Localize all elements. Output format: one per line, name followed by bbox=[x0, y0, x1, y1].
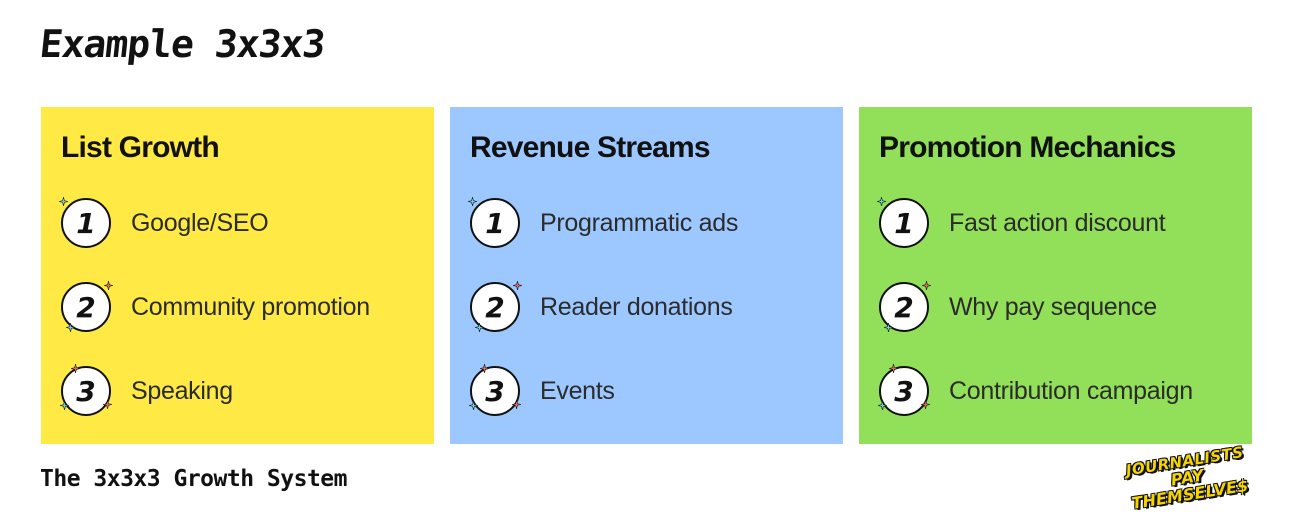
sparkle-icon bbox=[889, 364, 898, 373]
list-item: 3 Speaking bbox=[60, 349, 414, 433]
sparkle-icon bbox=[884, 323, 893, 332]
number-badge-icon: 1 bbox=[877, 197, 929, 248]
list-item: 3 Contribution campaign bbox=[878, 349, 1232, 433]
page-title: Example 3x3x3 bbox=[37, 22, 327, 66]
item-label: Fast action discount bbox=[949, 208, 1166, 237]
number-label: 1 bbox=[894, 206, 914, 240]
sparkle-icon bbox=[513, 281, 522, 290]
list-item: 2 Reader donations bbox=[470, 265, 823, 349]
number-label: 2 bbox=[485, 290, 505, 324]
number-badge-icon: 1 bbox=[468, 197, 520, 248]
list-item: 2 Community promotion bbox=[61, 265, 414, 349]
sparkle-icon bbox=[468, 197, 477, 206]
number-badge-icon: 3 bbox=[878, 364, 930, 416]
list-item: 1 Google/SEO bbox=[59, 181, 414, 265]
card-heading: List Growth bbox=[61, 131, 220, 164]
item-label: Community promotion bbox=[131, 292, 370, 321]
number-label: 2 bbox=[76, 290, 96, 324]
sparkle-icon bbox=[922, 281, 931, 290]
list-item: 1 Programmatic ads bbox=[468, 181, 823, 265]
card-promotion-mechanics: Promotion Mechanics 1 Fast action discou… bbox=[859, 107, 1252, 444]
card-heading: Revenue Streams bbox=[470, 131, 711, 164]
item-label: Google/SEO bbox=[131, 208, 269, 237]
sparkle-icon bbox=[512, 400, 521, 409]
number-label: 1 bbox=[76, 206, 96, 240]
sparkle-icon bbox=[66, 323, 75, 332]
number-badge-icon: 2 bbox=[470, 281, 522, 332]
number-label: 3 bbox=[894, 374, 914, 408]
sparkle-icon bbox=[59, 197, 68, 206]
sparkle-icon bbox=[103, 400, 112, 409]
item-label: Contribution campaign bbox=[949, 376, 1193, 405]
number-badge-icon: 1 bbox=[59, 197, 111, 248]
card-revenue-streams: Revenue Streams 1 Programmatic ads 2 Rea… bbox=[450, 107, 843, 444]
item-label: Reader donations bbox=[540, 292, 733, 321]
sparkle-icon bbox=[877, 197, 886, 206]
number-label: 3 bbox=[76, 374, 96, 408]
sparkle-icon bbox=[878, 401, 887, 410]
sparkle-icon bbox=[60, 401, 69, 410]
number-badge-icon: 3 bbox=[60, 364, 112, 416]
sparkle-icon bbox=[480, 364, 489, 373]
footer-caption: The 3x3x3 Growth System bbox=[40, 466, 348, 492]
number-label: 2 bbox=[894, 290, 914, 324]
number-badge-icon: 2 bbox=[61, 281, 113, 332]
brand-logo: JOURNALISTS PAY THEMSELVE$ bbox=[1114, 443, 1261, 520]
sparkle-icon bbox=[104, 281, 113, 290]
number-badge-icon: 3 bbox=[469, 364, 521, 416]
number-label: 3 bbox=[485, 374, 505, 408]
number-badge-icon: 2 bbox=[879, 281, 931, 332]
list-item: 1 Fast action discount bbox=[877, 181, 1232, 265]
item-label: Why pay sequence bbox=[949, 292, 1157, 321]
sparkle-icon bbox=[921, 400, 930, 409]
item-label: Events bbox=[540, 376, 615, 405]
item-label: Programmatic ads bbox=[540, 208, 739, 237]
list-item: 3 Events bbox=[469, 349, 823, 433]
item-label: Speaking bbox=[131, 376, 233, 405]
sparkle-icon bbox=[71, 364, 80, 373]
card-heading: Promotion Mechanics bbox=[879, 131, 1176, 164]
sparkle-icon bbox=[475, 323, 484, 332]
number-label: 1 bbox=[485, 206, 505, 240]
sparkle-icon bbox=[469, 401, 478, 410]
list-item: 2 Why pay sequence bbox=[879, 265, 1232, 349]
card-list-growth: List Growth 1 Google/SEO 2 Community pro… bbox=[41, 107, 434, 444]
